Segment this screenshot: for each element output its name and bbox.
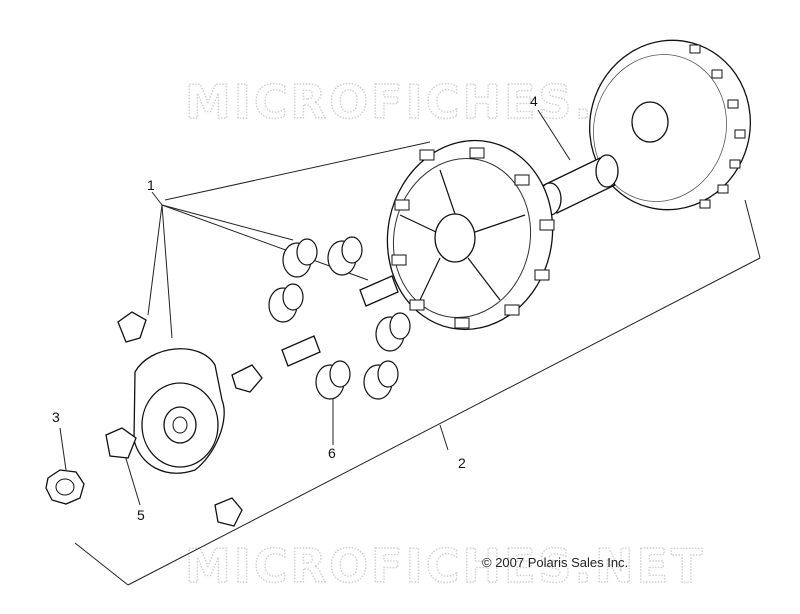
spider-housing [386,139,555,331]
fixed-sheave [589,39,751,211]
nut [45,469,85,505]
callout-3: 3 [52,409,60,425]
cover-plate [133,348,225,474]
callout-1: 1 [147,177,155,193]
leader-lines [59,109,571,506]
callout-6: 6 [328,445,336,461]
copyright-notice: © 2007 Polaris Sales Inc. [482,555,628,570]
spacer-sleeve [538,154,619,216]
watermark-bottom: MICROFICHES.NET [185,539,705,593]
roller-set [268,236,411,400]
callout-2: 2 [458,455,466,471]
callout-4: 4 [530,93,538,109]
callout-5: 5 [137,507,145,523]
slider-buttons [105,311,263,527]
assembly-outline [74,141,761,586]
